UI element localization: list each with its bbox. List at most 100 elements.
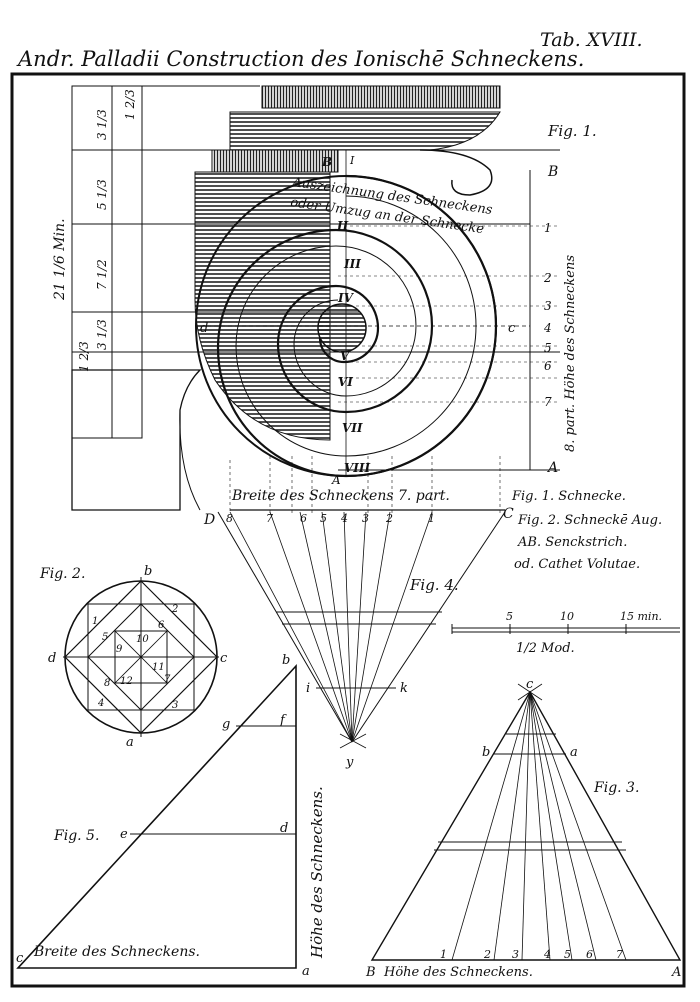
fig2-num-8: 8: [104, 678, 110, 689]
fig5-g: g: [222, 717, 230, 732]
fig1-dim-b: 3 1/3: [95, 109, 109, 140]
fig1-right-label: 8. part. Höhe des Schneckens: [563, 255, 578, 452]
fig3: Fig. 3. c b a B A Höhe des Schneckens. 1…: [365, 677, 681, 980]
fig1-roman-5: V: [340, 349, 351, 363]
fig2-label: Fig. 2.: [39, 566, 85, 582]
fig2-num-4: 4: [97, 698, 104, 709]
fig1-dim-a: 1 2/3: [123, 89, 137, 120]
fig3-c: c: [526, 677, 534, 692]
scale-tick-15: 15 min.: [620, 610, 662, 623]
legend-line-3: AB. Senckstrich.: [517, 535, 627, 550]
fig1-letter-D: D: [203, 512, 215, 528]
fig1-dim-total: 21 1/6 Min.: [52, 218, 68, 301]
fig1-column-shaft: [71, 369, 202, 511]
fig5-c: c: [16, 951, 24, 966]
fig2-b: b: [144, 564, 152, 579]
fig3-num-5: 5: [564, 948, 571, 961]
fig5-triangle: [16, 663, 297, 969]
fig3-num-4: 4: [543, 948, 551, 961]
fig2-num-1: 1: [92, 616, 98, 627]
fig1-right-num-7: 7: [544, 395, 552, 409]
fig1-abacus: [261, 85, 501, 109]
fig1-right-num-4: 4: [543, 321, 552, 335]
fig5-e: e: [120, 827, 128, 842]
scale-tick-5: 5: [506, 610, 513, 623]
fig2-num-5: 5: [102, 632, 108, 643]
fig1-roman-3: III: [343, 257, 361, 271]
fig4-y: y: [345, 755, 354, 770]
plate-title: Andr. Palladii Construction des Ionischē…: [16, 47, 584, 71]
fig1-roman-6: VI: [338, 375, 353, 389]
fig3-a: a: [570, 745, 578, 760]
fig1-dim-e: 3 1/3: [95, 319, 109, 350]
fig1-letter-A-right: A: [546, 460, 558, 476]
fig5-vertical-label: Höhe des Schneckens.: [308, 786, 326, 959]
fig1-bottom-num-7: 7: [266, 512, 273, 525]
scale-label: 1/2 Mod.: [516, 641, 575, 656]
legend-line-4: od. Cathet Volutae.: [514, 557, 640, 572]
fig1-dim-f: 1 2/3: [77, 341, 91, 372]
fig1-dimension-column-2: [111, 85, 143, 439]
fig2-num-3: 3: [172, 700, 178, 711]
fig1-bottom-label: Breite des Schneckens 7. part.: [231, 488, 450, 504]
fig1-letter-c: c: [508, 321, 516, 336]
fig1-roman-1: I: [349, 154, 355, 167]
fig2-outer-diamond: [64, 580, 218, 734]
fig1: 21 1/6 Min. 1 2/3 3 1/3 5 1/3 7 1/2 3 1/…: [52, 85, 597, 528]
fig5-b: b: [282, 653, 290, 668]
fig1-echinus: [229, 111, 501, 151]
plate-tab: Tab. XVIII.: [540, 29, 643, 51]
scale-bar: 5 10 15 min. 1/2 Mod.: [451, 610, 680, 656]
fig5-f: f: [279, 713, 287, 728]
fig3-num-7: 7: [616, 948, 623, 961]
fig1-roman-8: VIII: [344, 461, 371, 475]
fig3-A: A: [671, 965, 681, 980]
fig5-d: d: [280, 821, 288, 836]
fig1-right-num-2: 2: [543, 271, 552, 285]
fig2-num-6: 6: [158, 620, 165, 631]
fig1-volute-eye: [317, 303, 367, 353]
fig1-volute-spiral: [216, 174, 498, 478]
fig1-dim-d: 7 1/2: [95, 259, 109, 290]
fig1-right-num-1: 1: [544, 221, 552, 235]
fig3-num-6: 6: [586, 948, 593, 961]
fig1-bottom-num-8: 8: [226, 512, 233, 525]
fig2-a: a: [126, 735, 134, 750]
fig1-letter-B-left: B: [321, 155, 332, 169]
scale-tick-10: 10: [560, 610, 574, 623]
fig1-right-num-5: 5: [544, 341, 552, 355]
fig2-num-9: 9: [116, 644, 123, 655]
fig4-label: Fig. 4.: [409, 576, 459, 594]
fig2-d: d: [48, 651, 56, 666]
fig1-label: Fig. 1.: [547, 122, 597, 140]
legend: Fig. 1. Schnecke. Fig. 2. Schneckē Aug. …: [511, 489, 662, 572]
fig1-right-num-6: 6: [544, 359, 552, 373]
fig1-bottom-num-5: 5: [320, 512, 327, 525]
fig4: Fig. 4. i k y: [217, 511, 506, 770]
fig1-letter-d: d: [200, 321, 208, 336]
fig1-scroll-curl: [419, 149, 493, 196]
fig2-num-12: 12: [120, 676, 133, 687]
fig2-c: c: [220, 651, 228, 666]
fig2-num-7: 7: [164, 674, 171, 685]
fig1-letter-C: C: [503, 506, 514, 522]
fig3-num-3: 3: [512, 948, 519, 961]
fig3-num-2: 2: [483, 948, 491, 961]
fig5: Fig. 5. e d g f b a c Höhe des Schnecken…: [16, 653, 326, 979]
fig3-bottom-label: Höhe des Schneckens.: [383, 965, 533, 980]
fig1-dim-c: 5 1/3: [95, 179, 109, 210]
legend-line-1: Fig. 1. Schnecke.: [511, 489, 626, 504]
fig1-ovolo: [211, 149, 339, 173]
fig2-num-2: 2: [171, 604, 178, 615]
fig1-bottom-num-1: 1: [428, 512, 435, 525]
fig3-b: b: [482, 745, 490, 760]
fig3-B: B: [365, 965, 376, 980]
legend-line-2: Fig. 2. Schneckē Aug.: [517, 513, 662, 528]
fig1-roman-2: II: [336, 219, 349, 233]
fig2-num-11: 11: [152, 662, 165, 673]
fig5-label: Fig. 5.: [53, 828, 99, 844]
fig1-roman-4: IV: [337, 291, 355, 305]
fig1-letter-A-bottom: A: [331, 473, 341, 487]
fig3-triangle: [370, 690, 682, 961]
fig2: Fig. 2. b a c d 1 2 3 4 5 6 7 8 9 10 11 …: [39, 564, 228, 750]
